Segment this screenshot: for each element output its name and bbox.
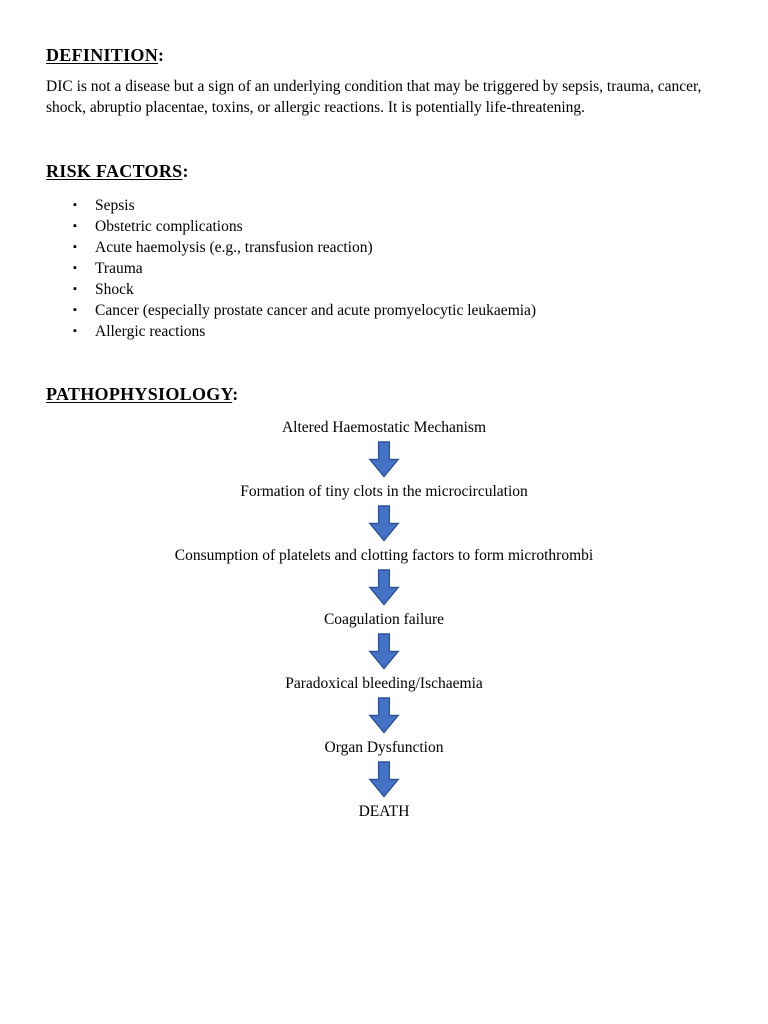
- square-bullet-icon: ▪: [73, 199, 77, 211]
- square-bullet-icon: ▪: [73, 262, 77, 274]
- flowchart-step-death: DEATH: [358, 803, 410, 820]
- definition-heading: DEFINITION:: [46, 45, 722, 66]
- risk-factors-heading-label: RISK FACTORS: [46, 161, 183, 181]
- flowchart-step: Organ Dysfunction: [324, 739, 444, 756]
- list-item-label: Sepsis: [95, 197, 135, 214]
- list-item: ▪ Cancer (especially prostate cancer and …: [46, 300, 722, 321]
- pathophysiology-flowchart: Altered Haemostatic Mechanism Formation …: [46, 417, 722, 822]
- definition-heading-colon: :: [158, 45, 165, 65]
- flowchart-step: Consumption of platelets and clotting fa…: [174, 547, 594, 564]
- risk-factors-heading-colon: :: [182, 161, 189, 181]
- down-arrow-icon: [368, 505, 400, 542]
- list-item-label: Obstetric complications: [95, 218, 243, 235]
- list-item: ▪ Trauma: [46, 258, 722, 279]
- list-item: ▪ Acute haemolysis (e.g., transfusion rea…: [46, 237, 722, 258]
- risk-factors-list: ▪ Sepsis ▪ Obstetric complications ▪ Acute …: [46, 195, 722, 342]
- square-bullet-icon: ▪: [73, 283, 77, 295]
- down-arrow-icon: [368, 569, 400, 606]
- square-bullet-icon: ▪: [73, 241, 77, 253]
- down-arrow-icon: [368, 633, 400, 670]
- down-arrow-icon: [368, 761, 400, 798]
- flowchart-step: Formation of tiny clots in the microcirc…: [240, 483, 528, 500]
- pathophysiology-section: PATHOPHYSIOLOGY: Altered Haemostatic Mec…: [46, 384, 722, 822]
- flowchart-step: Coagulation failure: [323, 611, 445, 628]
- pathophysiology-heading-label: PATHOPHYSIOLOGY: [46, 384, 233, 404]
- pathophysiology-heading-colon: :: [232, 384, 239, 404]
- list-item-label: Acute haemolysis (e.g., transfusion reac…: [95, 239, 373, 256]
- pathophysiology-heading: PATHOPHYSIOLOGY:: [46, 384, 722, 405]
- square-bullet-icon: ▪: [73, 220, 77, 232]
- definition-heading-label: DEFINITION: [46, 45, 159, 65]
- list-item-label: Allergic reactions: [95, 323, 206, 340]
- list-item: ▪ Obstetric complications: [46, 216, 722, 237]
- down-arrow-icon: [368, 441, 400, 478]
- square-bullet-icon: ▪: [73, 304, 77, 316]
- list-item-label: Shock: [95, 281, 134, 298]
- risk-factors-section: RISK FACTORS: ▪ Sepsis ▪ Obstetric complic…: [46, 161, 722, 342]
- list-item: ▪ Sepsis: [46, 195, 722, 216]
- flowchart-step: Altered Haemostatic Mechanism: [281, 419, 486, 436]
- flowchart-step: Paradoxical bleeding/Ischaemia: [285, 675, 483, 692]
- square-bullet-icon: ▪: [73, 325, 77, 337]
- definition-paragraph: DIC is not a disease but a sign of an un…: [46, 78, 702, 116]
- list-item-label: Cancer (especially prostate cancer and a…: [95, 302, 537, 319]
- risk-factors-heading: RISK FACTORS:: [46, 161, 722, 182]
- list-item-label: Trauma: [95, 260, 143, 277]
- list-item: ▪ Shock: [46, 279, 722, 300]
- list-item: ▪ Allergic reactions: [46, 321, 722, 342]
- down-arrow-icon: [368, 697, 400, 734]
